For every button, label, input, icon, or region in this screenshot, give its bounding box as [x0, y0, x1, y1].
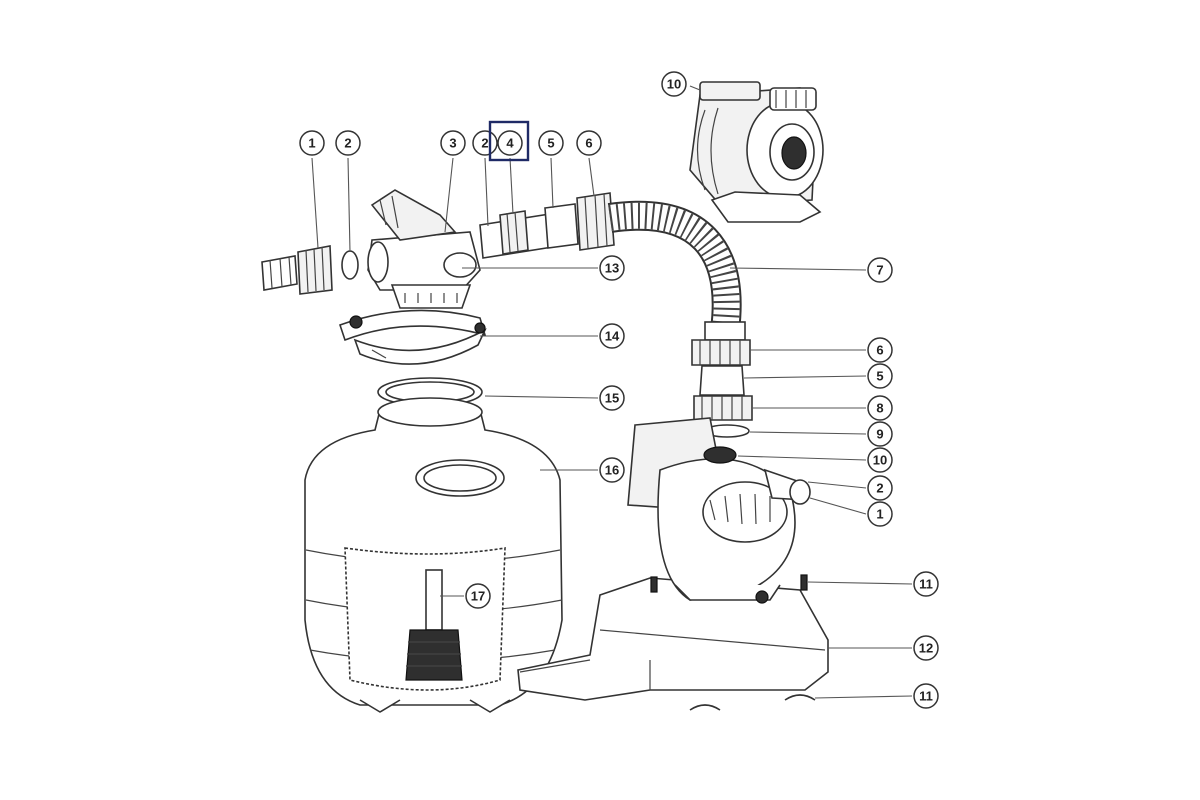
callout-11: 11	[913, 571, 939, 597]
callout-12: 12	[913, 635, 939, 661]
callout-4-highlighted: 4	[488, 120, 530, 162]
callout-label: 8	[876, 401, 883, 416]
callout-11: 11	[913, 683, 939, 709]
callout-label: 2	[481, 136, 488, 151]
pump-motor-detail	[689, 81, 824, 223]
callout-label: 17	[471, 589, 485, 604]
callout-label: 4	[506, 136, 514, 151]
callout-label: 6	[876, 343, 883, 358]
callout-label: 2	[344, 136, 351, 151]
callout-6: 6	[867, 337, 893, 363]
callout-3: 3	[440, 130, 466, 156]
callout-label: 6	[585, 136, 592, 151]
callout-label: 5	[876, 369, 883, 384]
union-stack	[691, 339, 753, 438]
callout-13: 13	[599, 255, 625, 281]
callout-16: 16	[599, 457, 625, 483]
callout-10: 10	[867, 447, 893, 473]
callouts: 1 2 3 2 4 5 6 10	[299, 71, 939, 709]
callout-label: 11	[919, 689, 933, 704]
callout-6: 6	[576, 130, 602, 156]
callout-5: 5	[538, 130, 564, 156]
callout-label: 3	[449, 136, 456, 151]
callout-10: 10	[661, 71, 687, 97]
callout-label: 9	[876, 427, 883, 442]
callout-label: 12	[919, 641, 933, 656]
callout-label: 1	[308, 136, 315, 151]
callout-label: 15	[605, 391, 619, 406]
callout-17: 17	[465, 583, 491, 609]
callout-label: 5	[547, 136, 554, 151]
callout-label: 1	[876, 507, 883, 522]
valve-assembly	[261, 189, 615, 309]
clamp-ring	[338, 309, 487, 365]
callout-7: 7	[867, 257, 893, 283]
callout-5: 5	[867, 363, 893, 389]
callout-14: 14	[599, 323, 625, 349]
callout-label: 11	[919, 577, 933, 592]
callout-15: 15	[599, 385, 625, 411]
flex-hose	[607, 200, 746, 341]
callout-label: 10	[667, 77, 681, 92]
callout-label: 16	[605, 463, 619, 478]
callout-label: 10	[873, 453, 887, 468]
callout-1: 1	[867, 501, 893, 527]
callout-label: 14	[605, 329, 620, 344]
callout-2: 2	[335, 130, 361, 156]
leader-lines	[311, 85, 913, 699]
callout-8: 8	[867, 395, 893, 421]
callout-label: 13	[605, 261, 619, 276]
pump-on-base	[517, 417, 829, 711]
callout-9: 9	[867, 421, 893, 447]
callout-2: 2	[472, 130, 498, 156]
filter-tank	[304, 377, 563, 713]
callout-label: 2	[876, 481, 883, 496]
callout-1: 1	[299, 130, 325, 156]
callout-label: 7	[876, 263, 883, 278]
callout-2: 2	[867, 475, 893, 501]
